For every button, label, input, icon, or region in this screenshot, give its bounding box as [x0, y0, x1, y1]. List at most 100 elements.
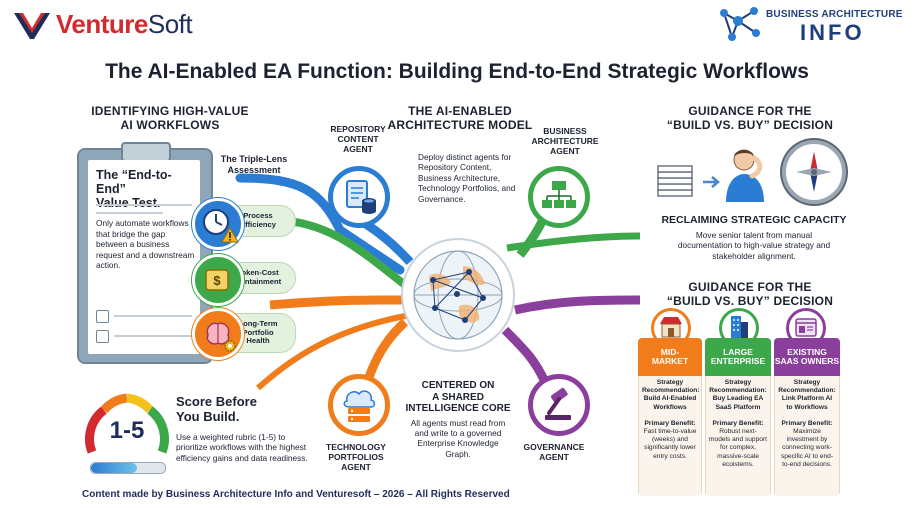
paper-stack-icon: [657, 165, 693, 197]
lens-1-line2: Efficiency: [240, 220, 276, 229]
core-heading-line2: A SHARED: [432, 391, 484, 403]
clipboard-clip: [121, 142, 171, 162]
agent-label-repository: REPOSITORY CONTENT AGENT: [318, 124, 398, 154]
svg-text:$: $: [213, 273, 221, 288]
reclaim-heading: RECLAIMING STRATEGIC CAPACITY: [661, 214, 847, 226]
brand-soft: Soft: [147, 9, 193, 39]
bai-logo: BUSINESS ARCHITECTURE INFO: [718, 5, 903, 45]
large-enterprise-head-line1: LARGE: [723, 346, 753, 357]
mid-market-head-line2: MARKET: [651, 356, 689, 366]
agent-label-business: BUSINESS ARCHITECTURE AGENT: [520, 126, 610, 156]
clipboard-lines: [96, 204, 192, 214]
large-enterprise-benefit-label: Primary Benefit:: [712, 419, 764, 427]
clipboard-text: Only automate workflows that bridge the …: [96, 218, 195, 271]
repository-line3: AGENT: [343, 144, 373, 154]
guidance-bottom-line2: “BUILD VS. BUY” DECISION: [666, 294, 834, 308]
bai-logo-line1: BUSINESS ARCHITECTURE: [766, 9, 903, 20]
lens-1-line1: Process: [243, 211, 273, 221]
footer-text: Content made by Business Architecture In…: [82, 489, 510, 500]
compass-icon: [782, 140, 846, 204]
center-heading-line2: ARCHITECTURE MODEL: [387, 118, 533, 132]
left-heading-line1: IDENTIFYING HIGH-VALUE: [91, 104, 249, 118]
technology-line2: PORTFOLIOS: [328, 452, 384, 462]
score-title-line1: Score Before: [176, 394, 257, 409]
globe-icon: [401, 238, 515, 352]
lens-3-line1: Long-Term: [238, 318, 278, 328]
checkbox-2: [96, 330, 109, 343]
mid-market-rec-label: Strategy Recommendation:: [642, 379, 700, 395]
document-icon: [346, 180, 368, 208]
existing-saas-rec-text: Link Platform AI to Workflows: [781, 395, 833, 411]
triple-lens-title: The Triple-Lens Assessment: [212, 154, 296, 176]
business-line2: ARCHITECTURE: [531, 136, 599, 146]
repository-line2: CONTENT: [337, 134, 379, 144]
clipboard-paper: The “End-to-End” Value Test. Only automa…: [88, 160, 200, 354]
bai-logo-line2: INFO: [800, 20, 865, 45]
server-icon: [348, 408, 370, 422]
thinking-person-icon: [726, 149, 764, 202]
left-heading: IDENTIFYING HIGH-VALUE AI WORKFLOWS: [70, 104, 270, 132]
governance-agent-node: [528, 374, 590, 436]
repository-agent-node: [328, 166, 390, 228]
technology-line3: AGENT: [341, 462, 371, 472]
arrow-right-icon: [703, 176, 720, 188]
guidance-top-line2: “BUILD VS. BUY” DECISION: [666, 118, 834, 132]
gear-icon: [224, 340, 236, 352]
core-heading-line1: CENTERED ON: [421, 380, 495, 391]
core-heading: CENTERED ON A SHARED INTELLIGENCE CORE: [400, 380, 516, 415]
large-enterprise-rec-label: Strategy Recommendation:: [709, 379, 767, 395]
lens-2-line2: Containment: [234, 277, 282, 286]
checkbox-1: [96, 310, 109, 323]
column-mid-market: MID-MARKET Strategy Recommendation: Buil…: [638, 338, 702, 496]
gauge: 1-5: [82, 390, 172, 484]
coin-icon: $: [192, 254, 244, 306]
reclaim-text: Move senior talent from manual documenta…: [677, 230, 831, 261]
center-heading: THE AI-ENABLED ARCHITECTURE MODEL: [380, 104, 540, 132]
core-heading-line3: INTELLIGENCE CORE: [405, 403, 511, 414]
existing-saas-body: Strategy Recommendation: Link Platform A…: [774, 376, 840, 496]
guidance-heading-bottom: GUIDANCE FOR THE “BUILD VS. BUY” DECISIO…: [650, 280, 850, 308]
existing-saas-head-line2: SAAS OWNERS: [774, 356, 840, 366]
clock-icon: [192, 198, 244, 250]
governance-line2: AGENT: [539, 452, 569, 462]
existing-saas-head-line1: EXISTING: [787, 346, 827, 357]
guidance-heading-top: GUIDANCE FOR THE “BUILD VS. BUY” DECISIO…: [650, 104, 850, 132]
business-line1: BUSINESS: [543, 126, 587, 136]
score-title-line2: You Build.: [176, 409, 240, 424]
existing-saas-benefit-text: Maximize investment by connecting work-s…: [780, 428, 834, 468]
existing-saas-benefit-label: Primary Benefit:: [781, 419, 833, 427]
large-enterprise-rec-text: Buy Leading EA SaaS Platform: [712, 395, 764, 411]
mid-market-benefit-label: Primary Benefit:: [644, 419, 696, 427]
core-text: All agents must read from and write to a…: [410, 418, 506, 459]
guidance-top-line1: GUIDANCE FOR THE: [688, 104, 812, 118]
large-enterprise-body: Strategy Recommendation: Buy Leading EA …: [705, 376, 771, 496]
large-enterprise-head-line2: ENTERPRISE: [710, 356, 766, 366]
existing-saas-rec-label: Strategy Recommendation:: [778, 379, 836, 395]
business-line3: AGENT: [550, 146, 580, 156]
business-agent-node: [528, 166, 590, 228]
technology-agent-label: TECHNOLOGY PORTFOLIOS AGENT: [314, 442, 398, 472]
brand-venture: Venture: [56, 9, 148, 39]
mid-market-head-line1: MID-: [660, 346, 680, 357]
brain-icon: [192, 308, 244, 360]
gauge-bar: [90, 462, 166, 474]
lens-3-line3: Health: [246, 336, 270, 346]
lens-3-line2: Portfolio: [242, 327, 274, 337]
repository-line1: REPOSITORY: [330, 124, 386, 134]
gavel-icon: [545, 387, 571, 420]
database-icon: [362, 198, 376, 214]
deploy-text: Deploy distinct agents for Repository Co…: [418, 152, 516, 204]
left-heading-line2: AI WORKFLOWS: [120, 118, 220, 132]
triple-lens-line2: Assessment: [227, 165, 281, 175]
center-heading-line1: THE AI-ENABLED: [408, 104, 512, 118]
clipboard-title-line1: The “End-to-End”: [96, 168, 172, 196]
mid-market-body: Strategy Recommendation: Build AI-Enable…: [638, 376, 702, 496]
technology-line1: TECHNOLOGY: [326, 442, 386, 452]
venturesoft-logo-icon: [14, 13, 50, 39]
score-title: Score Before You Build.: [176, 394, 257, 424]
lens-2-line1: Token-Cost: [237, 268, 279, 278]
